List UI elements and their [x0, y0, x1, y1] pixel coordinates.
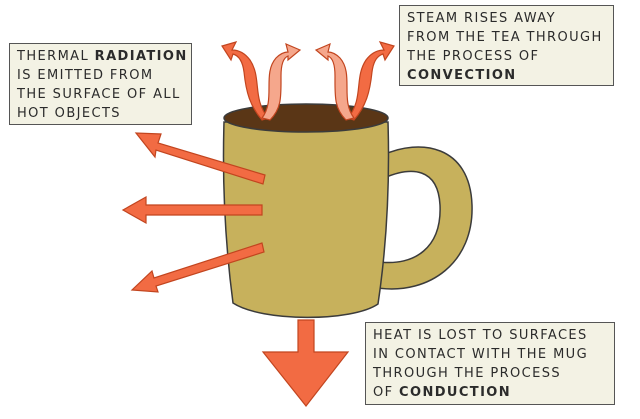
convection-text-2: FROM THE TEA THROUGH	[407, 30, 603, 45]
radiation-text-4: HOT OBJECTS	[17, 106, 121, 121]
steam-arrow-icon	[221, 41, 302, 121]
radiation-arrow-icon	[130, 242, 265, 293]
conduction-arrow-icon	[261, 319, 350, 407]
conduction-text-2: IN CONTACT WITH THE MUG	[373, 347, 589, 362]
convection-label: STEAM RISES AWAY FROM THE TEA THROUGH TH…	[399, 5, 614, 86]
radiation-text-3: THE SURFACE OF ALL	[17, 87, 181, 102]
radiation-arrow-icon	[121, 195, 263, 225]
conduction-text-4: OF	[373, 385, 400, 400]
radiation-keyword: RADIATION	[94, 49, 188, 64]
conduction-keyword: CONDUCTION	[399, 385, 512, 400]
mug-handle	[377, 146, 473, 290]
conduction-text-3: THROUGH THE PROCESS	[373, 366, 562, 381]
radiation-label: THERMAL RADIATION IS EMITTED FROM THE SU…	[9, 43, 192, 125]
radiation-text-1: THERMAL	[17, 49, 95, 64]
convection-keyword: CONVECTION	[407, 68, 517, 83]
mug-body	[222, 121, 390, 319]
conduction-label: HEAT IS LOST TO SURFACES IN CONTACT WITH…	[365, 322, 615, 405]
steam-arrow-icon	[314, 41, 395, 121]
radiation-text-2: IS EMITTED FROM	[17, 68, 154, 83]
radiation-arrow-icon	[134, 132, 266, 185]
convection-text-3: THE PROCESS OF	[407, 49, 540, 64]
conduction-text-1: HEAT IS LOST TO SURFACES	[373, 328, 588, 343]
tea-surface	[223, 103, 389, 133]
convection-text-1: STEAM RISES AWAY	[407, 11, 556, 26]
